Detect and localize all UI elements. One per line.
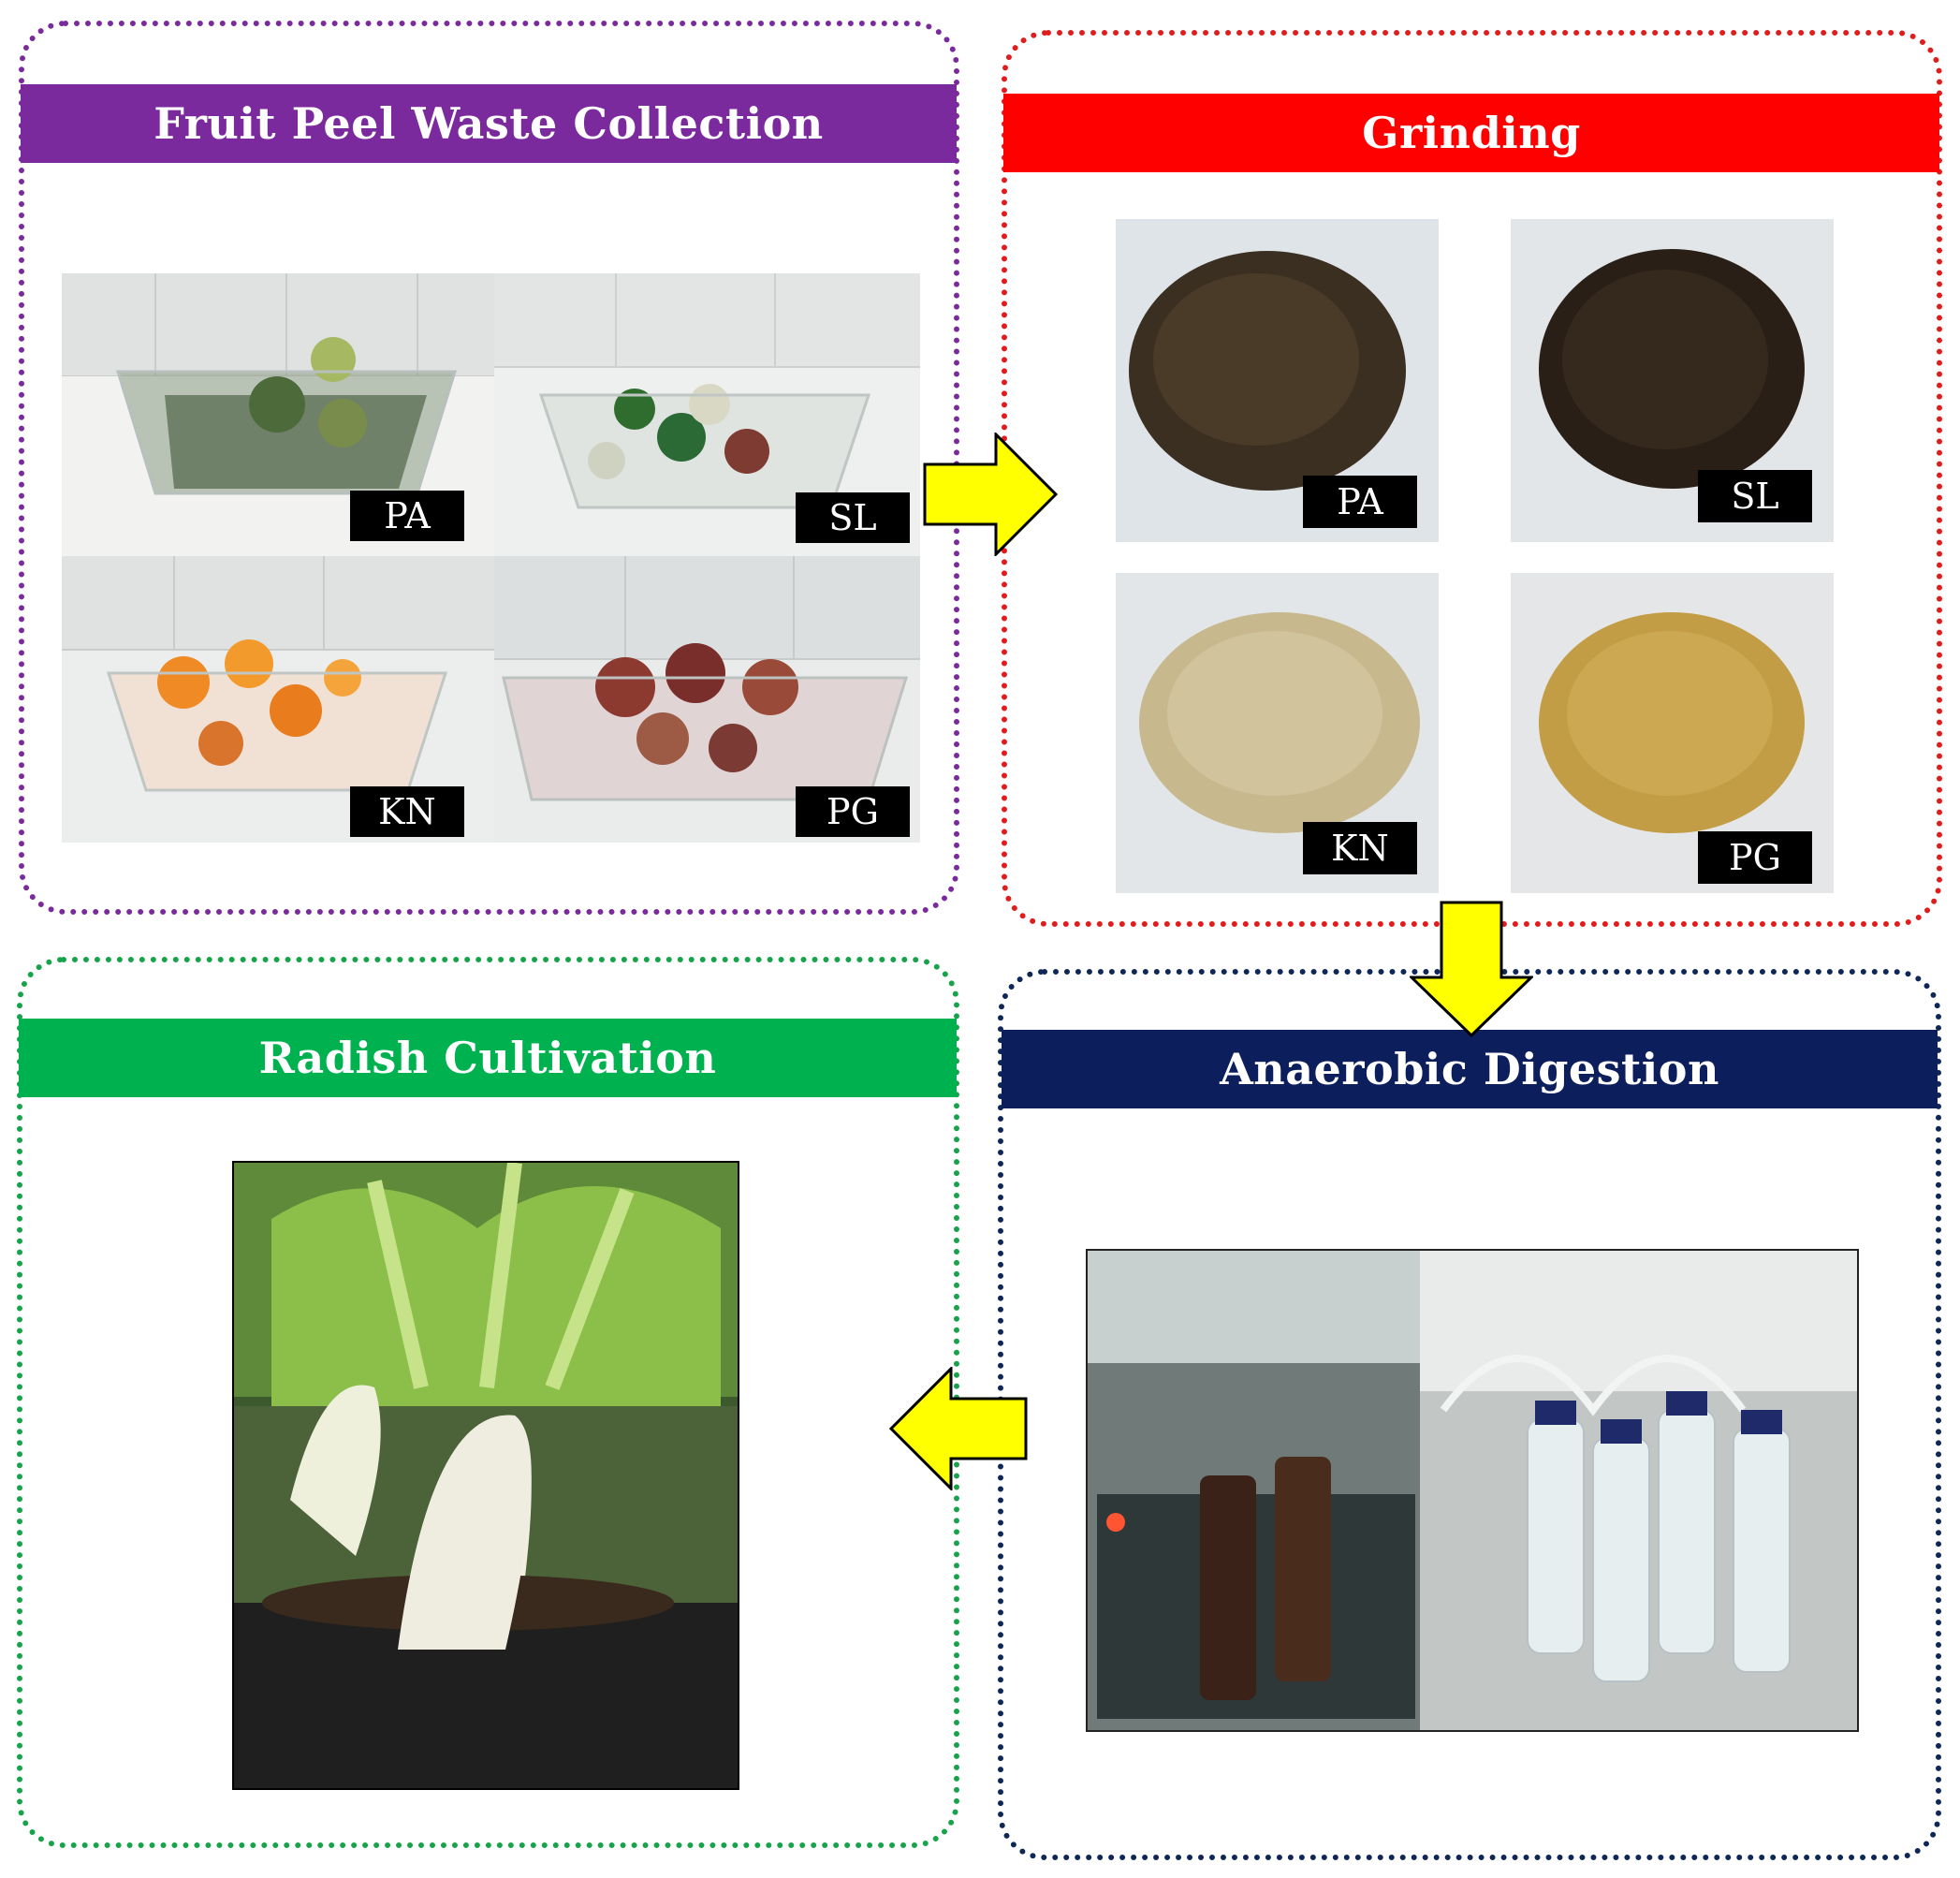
arrow-right-icon: [923, 433, 1058, 556]
arrow-left-icon: [889, 1367, 1028, 1490]
radish-photo: [232, 1161, 739, 1790]
grinding-label-pg: PG: [1698, 831, 1812, 884]
digestion-title: Anaerobic Digestion: [1002, 1030, 1938, 1108]
collection-photo-pg: [494, 556, 920, 843]
collection-title: Fruit Peel Waste Collection: [21, 84, 957, 163]
grinding-label-pa: PA: [1303, 476, 1417, 528]
collection-label-pa: PA: [350, 491, 464, 541]
cultivation-title: Radish Cultivation: [19, 1019, 957, 1097]
arrow-down-icon: [1410, 901, 1533, 1037]
collection-label-pg: PG: [796, 786, 910, 837]
grinding-photo-sl: [1511, 219, 1834, 542]
grinding-title: Grinding: [1003, 94, 1939, 172]
grinding-label-kn: KN: [1303, 822, 1417, 874]
grinding-label-sl: SL: [1698, 470, 1812, 522]
collection-label-kn: KN: [350, 786, 464, 837]
digestion-photo: [1086, 1249, 1859, 1732]
collection-label-sl: SL: [796, 492, 910, 543]
